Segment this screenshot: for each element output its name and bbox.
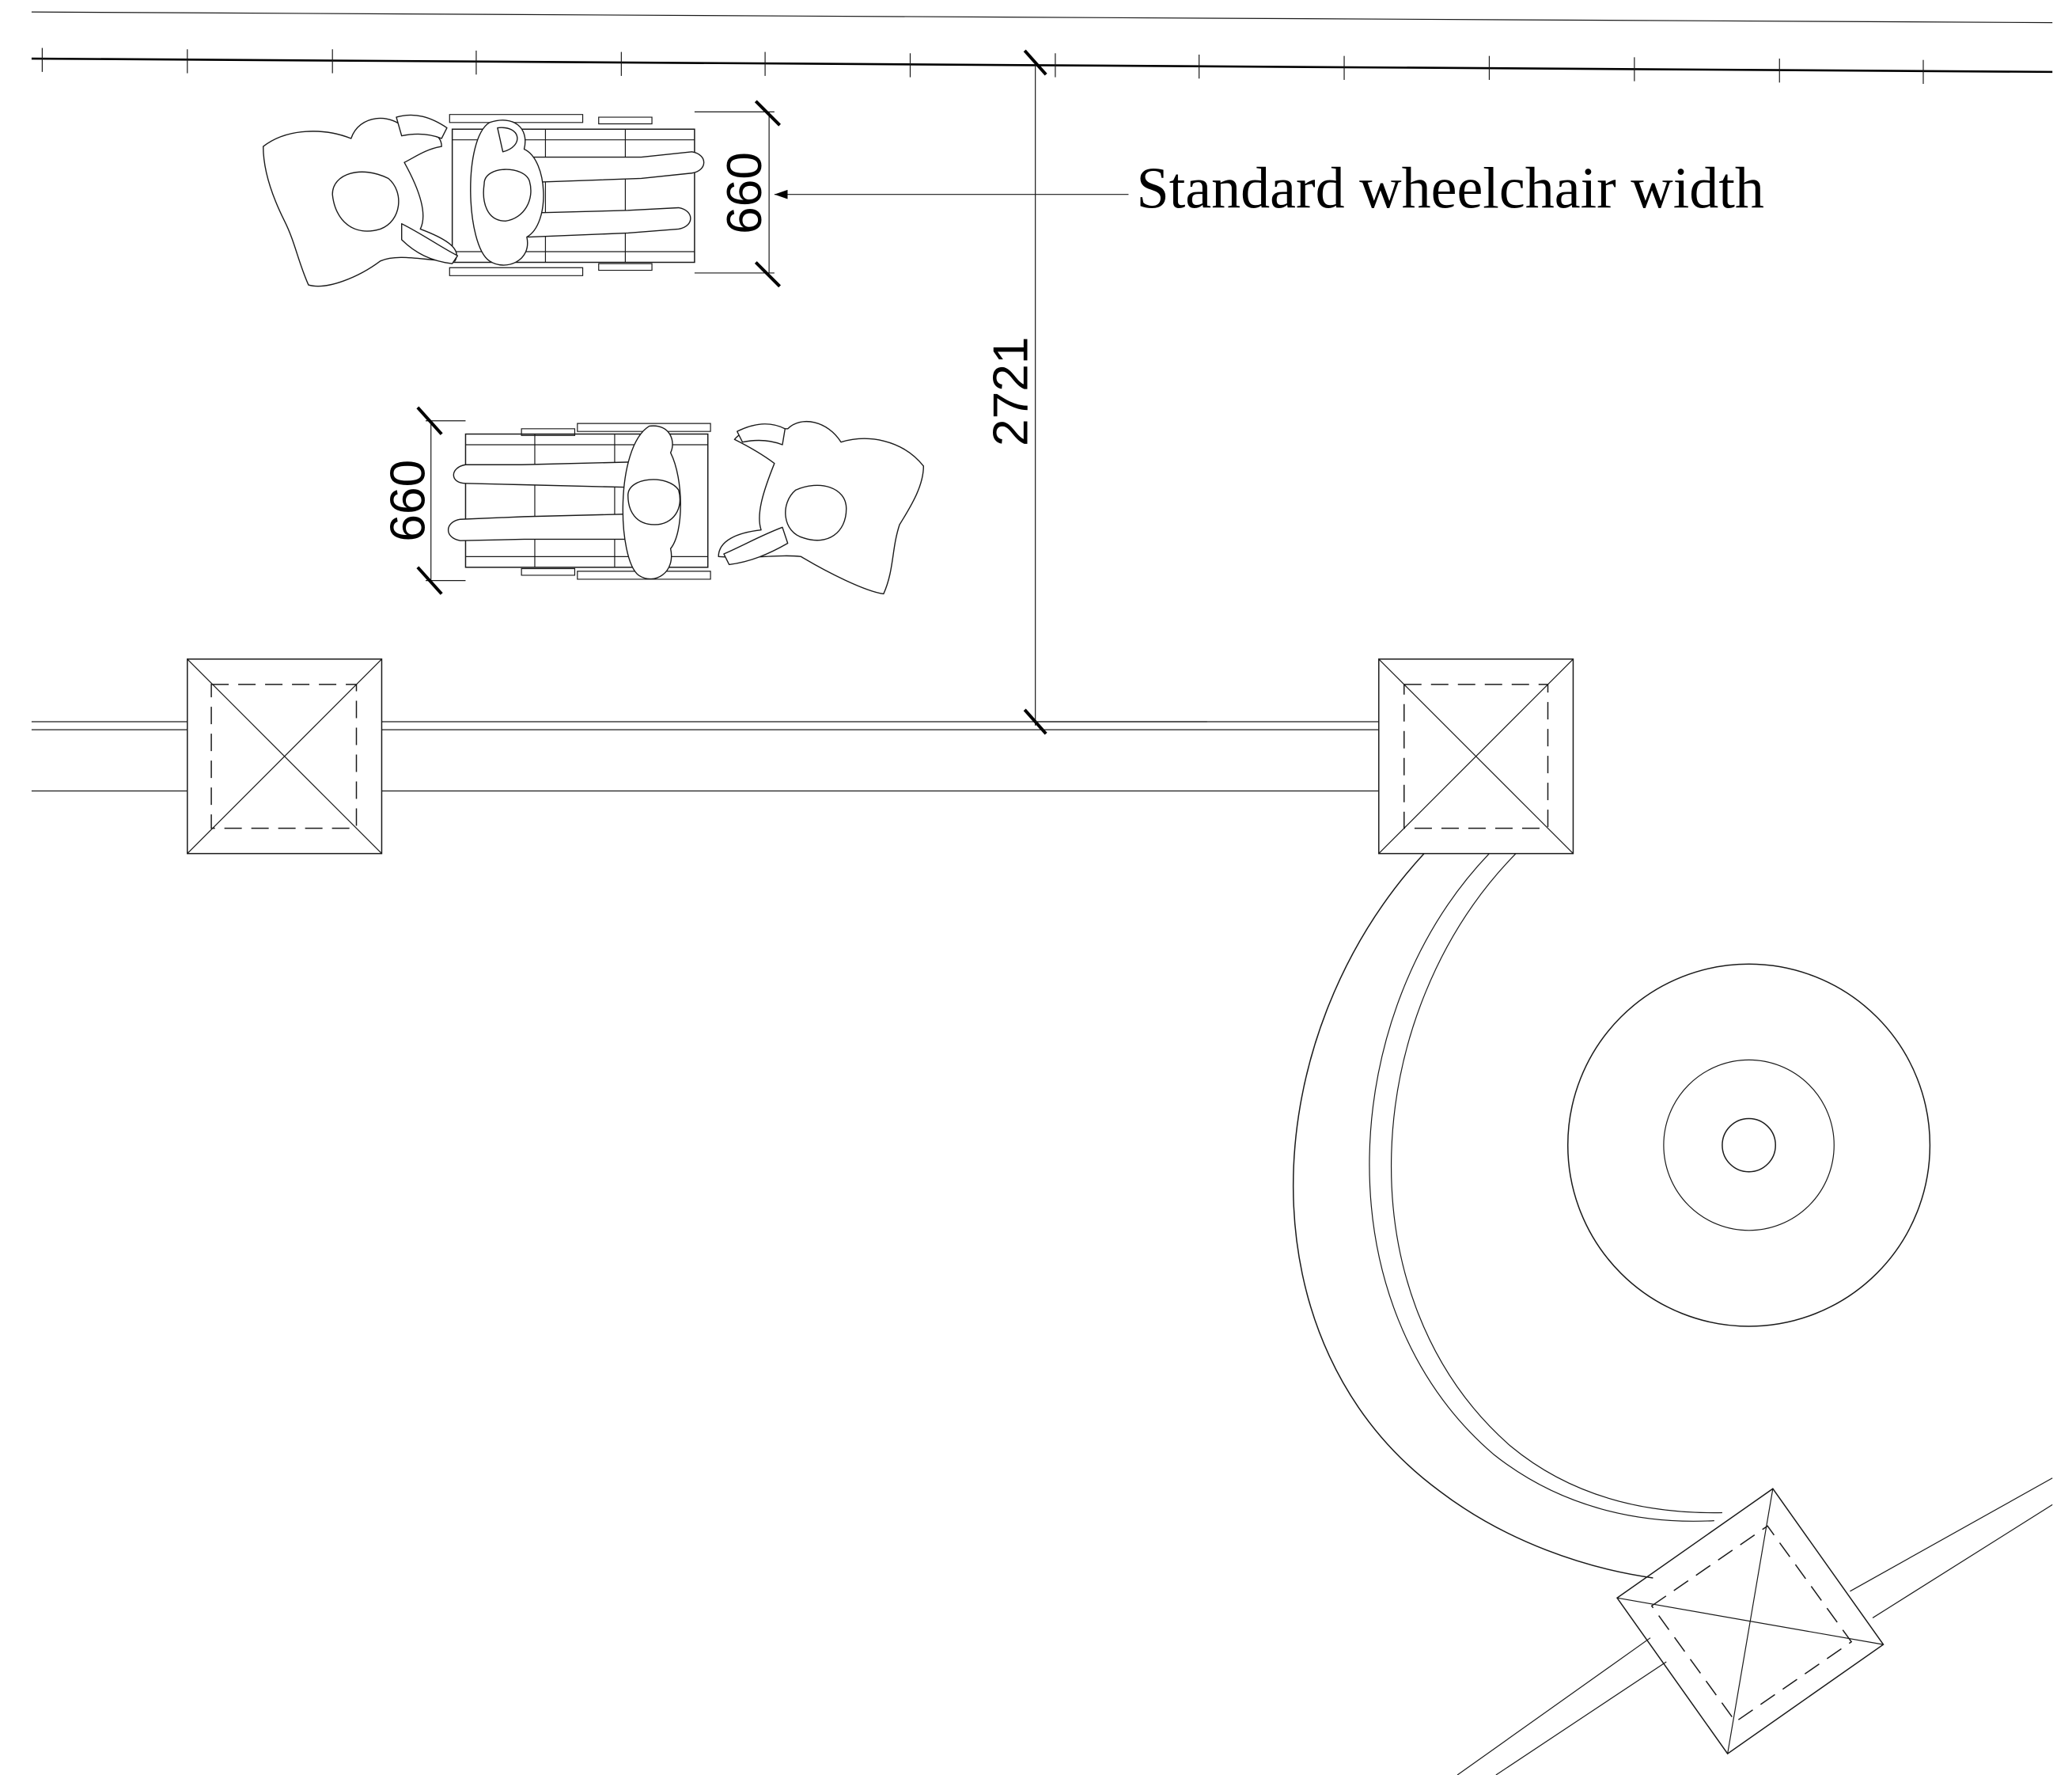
occupant-head	[483, 169, 531, 221]
occupant-arm	[498, 127, 517, 152]
circular-planter	[1568, 964, 1930, 1326]
pillar-left	[188, 659, 382, 854]
helper-arm-lower	[724, 527, 788, 564]
top-boundary	[32, 12, 2052, 72]
helper-arm-lower	[402, 224, 458, 264]
wheelchair-top-width-dimension	[695, 101, 780, 286]
pillar-right	[1379, 659, 1574, 854]
helper-arm-upper	[737, 424, 786, 445]
fence-post-ticks	[42, 48, 1923, 84]
lower-wall	[32, 722, 1379, 791]
wheelchair-bottom-width-value: 660	[381, 460, 435, 542]
diagonal-wall	[1457, 1478, 2052, 1775]
wheelchair-user-bottom	[449, 422, 924, 594]
pillar-diagonal	[1617, 1489, 1884, 1754]
curved-path	[1294, 854, 1722, 1578]
path-width-dimension	[1025, 51, 1207, 734]
helper-head	[786, 485, 847, 540]
helper-arm-upper	[396, 115, 447, 138]
wheelchair-top-width-value: 660	[718, 152, 772, 234]
wheelchair-user-top	[263, 115, 704, 286]
occupant-legs	[453, 462, 631, 487]
wheelchair-bottom-width-dimension	[418, 408, 466, 594]
helper-head	[332, 172, 399, 231]
path-width-value: 2721	[984, 336, 1039, 446]
occupant-head	[628, 480, 680, 525]
wheelchair-width-label: Standard wheelchair width	[1137, 156, 1764, 221]
occupant-legs	[528, 152, 704, 183]
